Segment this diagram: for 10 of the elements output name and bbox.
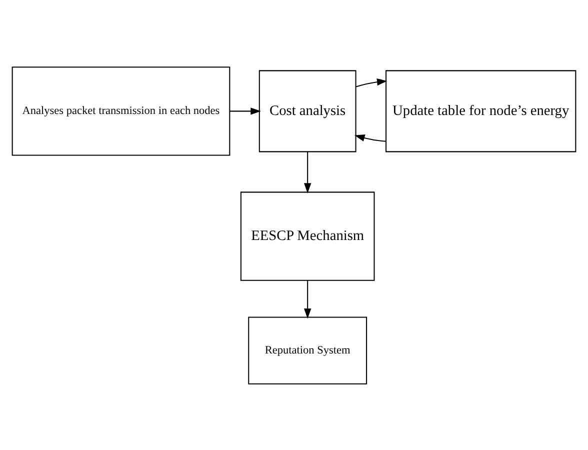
node-box: Reputation System [248, 316, 368, 384]
arrow [354, 134, 386, 142]
node-box: Update table for node’s energy [386, 70, 576, 152]
node-box: Cost analysis [258, 70, 356, 152]
node-box: EESCP Mechanism [240, 191, 375, 280]
arrow [304, 280, 312, 318]
node-box: Analyses packet transmission in each nodes [12, 66, 230, 156]
arrow [356, 78, 388, 87]
arrow [230, 107, 261, 114]
arrow [304, 151, 312, 193]
